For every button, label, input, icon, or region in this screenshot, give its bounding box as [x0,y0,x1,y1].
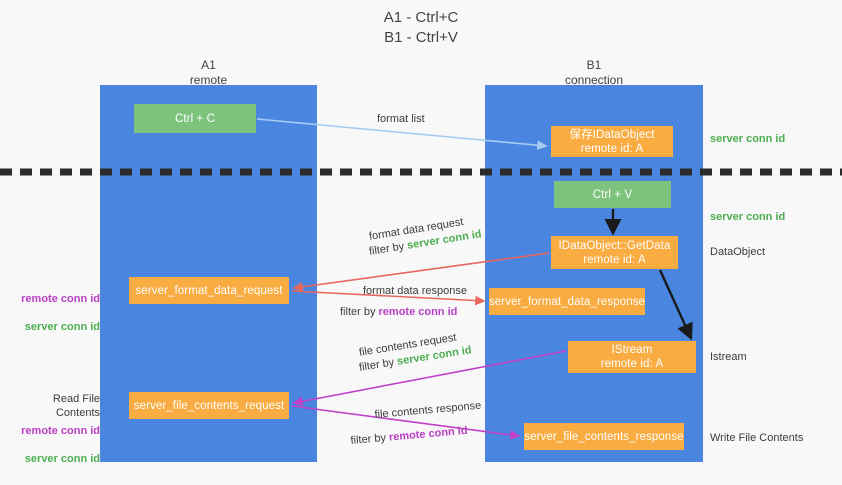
label-remote-conn-id-2: remote conn id [21,425,100,437]
column-header-a1: A1 remote [189,58,228,87]
label-remote-conn-id-1: remote conn id [21,293,100,305]
label-server-conn-id-top: server conn id [710,133,786,145]
label-server-conn-id-mid: server conn id [710,211,786,223]
label-server-conn-id-1: server conn id [24,321,100,333]
box-istream[interactable]: IStream remote id: A [568,341,696,373]
label-write-file-contents: Write File Contents [710,432,804,444]
label-server-conn-id-2: server conn id [24,453,100,465]
box-save-idataobject[interactable]: 保存IDataObject remote id: A [551,126,673,157]
filter-value-remote-conn-id-1: remote conn id [378,306,458,318]
box-idataobject-getdata[interactable]: IDataObject::GetData remote id: A [551,236,678,269]
page-title: A1 - Ctrl+C B1 - Ctrl+V [383,9,459,46]
label-dataobject: DataObject [710,246,766,258]
box-server-file-contents-response[interactable]: server_file_contents_response [524,423,684,450]
caption-format-list: format list [377,113,425,125]
filter-value-remote-conn-id-2: remote conn id [388,424,469,444]
filter-prefix-2: filter by [340,306,379,318]
box-server-format-data-response[interactable]: server_format_data_response [489,288,645,315]
caption-file-contents-response-filter: filter by remote conn id [350,424,468,449]
caption-format-data-response: format data response [363,285,467,297]
label-conn-ids-file: remote conn id server conn id [10,410,100,480]
caption-file-contents-response: file contents response [374,399,482,421]
caption-format-data-response-filter: filter by remote conn id [340,305,457,320]
box-server-file-contents-request[interactable]: server_file_contents_request [129,392,289,419]
label-istream: Istream [710,351,747,363]
label-read-file-contents: Read File Contents [52,393,100,419]
box-ctrl-v[interactable]: Ctrl + V [554,181,671,208]
filter-prefix-4: filter by [350,431,390,447]
box-ctrl-c[interactable]: Ctrl + C [134,104,256,133]
label-conn-ids-format: remote conn id server conn id [10,278,100,348]
column-header-b1: B1 connection [564,58,624,87]
box-server-format-data-request[interactable]: server_format_data_request [129,277,289,304]
